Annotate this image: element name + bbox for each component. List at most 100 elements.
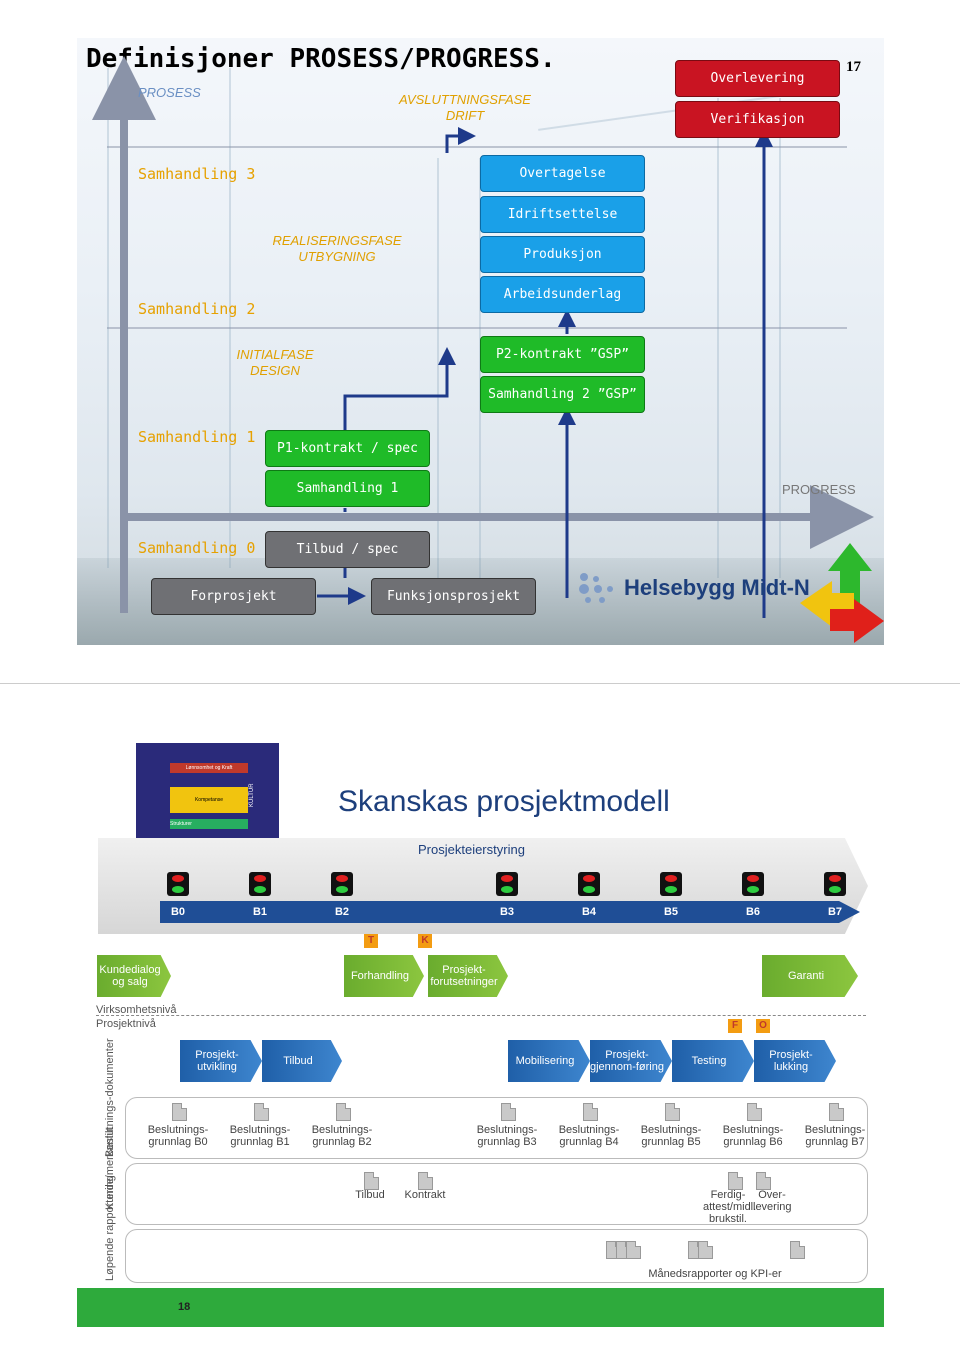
doc-icon bbox=[626, 1241, 641, 1259]
row-beslutningsdokumenter bbox=[125, 1097, 868, 1159]
governance-label: Prosjekteierstyring bbox=[418, 842, 525, 857]
samhandling-3-label: Samhandling 3 bbox=[138, 165, 256, 183]
row-lopende-rapportering bbox=[125, 1229, 868, 1283]
reporting-label: Månedsrapporter og KPI-er bbox=[648, 1268, 782, 1280]
logo-arrows-icon bbox=[800, 543, 884, 643]
marker-t: T bbox=[364, 934, 378, 948]
phase-initial-line1: INITIALFASE bbox=[236, 347, 314, 362]
connector-lines bbox=[92, 56, 874, 618]
cust-overlevering: Over-levering bbox=[753, 1189, 792, 1213]
doc-icon bbox=[364, 1172, 379, 1190]
phase-avslutning-line2: DRIFT bbox=[445, 108, 485, 123]
arrow-forhandling: Forhandling bbox=[344, 955, 424, 997]
page-number: 17 bbox=[846, 59, 861, 75]
box-arbeidsunderlag: Arbeidsunderlag bbox=[480, 276, 645, 313]
doc-icon bbox=[418, 1172, 433, 1190]
samhandling-0-label: Samhandling 0 bbox=[138, 539, 256, 557]
page-divider bbox=[0, 683, 960, 684]
level-divider bbox=[96, 1015, 866, 1016]
culture-pyramid-thumbnail: Lønnsomhet og Kraft Kompetanse Strukture… bbox=[136, 743, 279, 849]
axis-progress-label: PROGRESS bbox=[782, 482, 856, 497]
box-funksjonsprosjekt: Funksjonsprosjekt bbox=[371, 578, 536, 615]
traffic-light-icon bbox=[742, 872, 764, 896]
gate-b7: B7 bbox=[827, 906, 843, 918]
box-p2-kontrakt: P2-kontrakt ”GSP” bbox=[480, 336, 645, 373]
gate-b5: B5 bbox=[663, 906, 679, 918]
box-samhandling-1: Samhandling 1 bbox=[265, 470, 430, 507]
level-prosjekt: Prosjektnivå bbox=[96, 1018, 156, 1030]
box-samhandling-2-gsp: Samhandling 2 ”GSP” bbox=[480, 376, 645, 413]
traffic-light-icon bbox=[824, 872, 846, 896]
phase-avslutning-line1: AVSLUTTNINGSFASE bbox=[399, 92, 531, 107]
thumb-middle-band: Kompetanse bbox=[170, 787, 248, 813]
bg-crane bbox=[107, 68, 231, 568]
gate-b0: B0 bbox=[170, 906, 186, 918]
box-idriftsettelse: Idriftsettelse bbox=[480, 196, 645, 233]
doc-icon bbox=[756, 1172, 771, 1190]
doc-icon bbox=[698, 1241, 713, 1259]
cust-tilbud: Tilbud bbox=[355, 1189, 385, 1201]
thumb-top-band: Lønnsomhet og Kraft bbox=[170, 763, 248, 773]
row-kunde-merkantilt bbox=[125, 1163, 868, 1225]
doc-icon bbox=[728, 1172, 743, 1190]
phase-initial-line2: DESIGN bbox=[250, 363, 300, 378]
decision-doc-2: Beslutnings-grunnlag B2 bbox=[311, 1124, 373, 1148]
phase-realisering-line1: REALISERINGSFASE bbox=[272, 233, 402, 248]
traffic-light-icon bbox=[167, 872, 189, 896]
box-tilbud-spec: Tilbud / spec bbox=[265, 531, 430, 568]
doc-icon bbox=[336, 1103, 351, 1121]
decision-doc-6: Beslutnings-grunnlag B6 bbox=[722, 1124, 784, 1148]
thumb-bottom-band: Strukturer bbox=[170, 819, 248, 829]
doc-icon bbox=[790, 1241, 805, 1259]
marker-o: O bbox=[756, 1019, 770, 1033]
cust-ferdigattest: Ferdig-attest/midl. brukstil. bbox=[703, 1189, 757, 1225]
box-overtagelse: Overtagelse bbox=[480, 155, 645, 192]
gate-b3: B3 bbox=[499, 906, 515, 918]
doc-icon bbox=[665, 1103, 680, 1121]
phase-initial: INITIALFASE DESIGN bbox=[210, 347, 340, 379]
box-verifikasjon: Verifikasjon bbox=[675, 101, 840, 138]
phase-realisering: REALISERINGSFASE UTBYGNING bbox=[257, 233, 417, 265]
box-produksjon: Produksjon bbox=[480, 236, 645, 273]
marker-f: F bbox=[728, 1019, 742, 1033]
marker-k: K bbox=[418, 934, 432, 948]
arrow-prosjektlukking: Prosjekt-lukking bbox=[754, 1040, 836, 1082]
doc-icon bbox=[747, 1103, 762, 1121]
logo-helsebygg: Helsebygg Midt-N bbox=[624, 575, 810, 600]
decision-doc-4: Beslutnings-grunnlag B4 bbox=[558, 1124, 620, 1148]
cust-kontrakt: Kontrakt bbox=[404, 1189, 446, 1201]
traffic-light-icon bbox=[331, 872, 353, 896]
phase-avslutning: AVSLUTTNINGSFASE DRIFT bbox=[385, 92, 545, 124]
axis-prosess-label: PROSESS bbox=[138, 85, 201, 100]
box-overlevering: Overlevering bbox=[675, 60, 840, 97]
box-p1-kontrakt: P1-kontrakt / spec bbox=[265, 430, 430, 467]
decision-doc-1: Beslutnings-grunnlag B1 bbox=[229, 1124, 291, 1148]
arrow-prosjektgjennomforing: Prosjekt-gjennom-føring bbox=[590, 1040, 672, 1082]
gate-b1: B1 bbox=[252, 906, 268, 918]
samhandling-2-label: Samhandling 2 bbox=[138, 300, 256, 318]
doc-icon bbox=[829, 1103, 844, 1121]
gate-b6: B6 bbox=[745, 906, 761, 918]
row-label-rapportering: Løpende rapportering bbox=[104, 1175, 116, 1281]
doc-icon bbox=[254, 1103, 269, 1121]
gates-band bbox=[160, 901, 860, 923]
phase-realisering-line2: UTBYGNING bbox=[298, 249, 376, 264]
arrow-kundedialog: Kundedialog og salg bbox=[97, 955, 171, 997]
slide-title: Definisjoner PROSESS/PROGRESS. bbox=[86, 44, 556, 74]
gate-b4: B4 bbox=[581, 906, 597, 918]
arrow-testing: Testing bbox=[672, 1040, 754, 1082]
traffic-light-icon bbox=[578, 872, 600, 896]
thumb-side-label: KULTUR bbox=[249, 783, 255, 807]
doc-icon bbox=[172, 1103, 187, 1121]
arrow-prosjektforutsetninger: Prosjekt-forutsetninger bbox=[428, 955, 508, 997]
decision-doc-0: Beslutnings-grunnlag B0 bbox=[147, 1124, 209, 1148]
traffic-light-icon bbox=[660, 872, 682, 896]
logo-dots bbox=[578, 571, 624, 610]
slide-2-title: Skanskas prosjektmodell bbox=[338, 785, 670, 818]
gate-b2: B2 bbox=[334, 906, 350, 918]
arrow-prosjektutvikling: Prosjekt-utvikling bbox=[180, 1040, 262, 1082]
bg-crane bbox=[717, 98, 781, 578]
samhandling-1-label: Samhandling 1 bbox=[138, 428, 256, 446]
doc-icon bbox=[583, 1103, 598, 1121]
decision-doc-3: Beslutnings-grunnlag B3 bbox=[476, 1124, 538, 1148]
